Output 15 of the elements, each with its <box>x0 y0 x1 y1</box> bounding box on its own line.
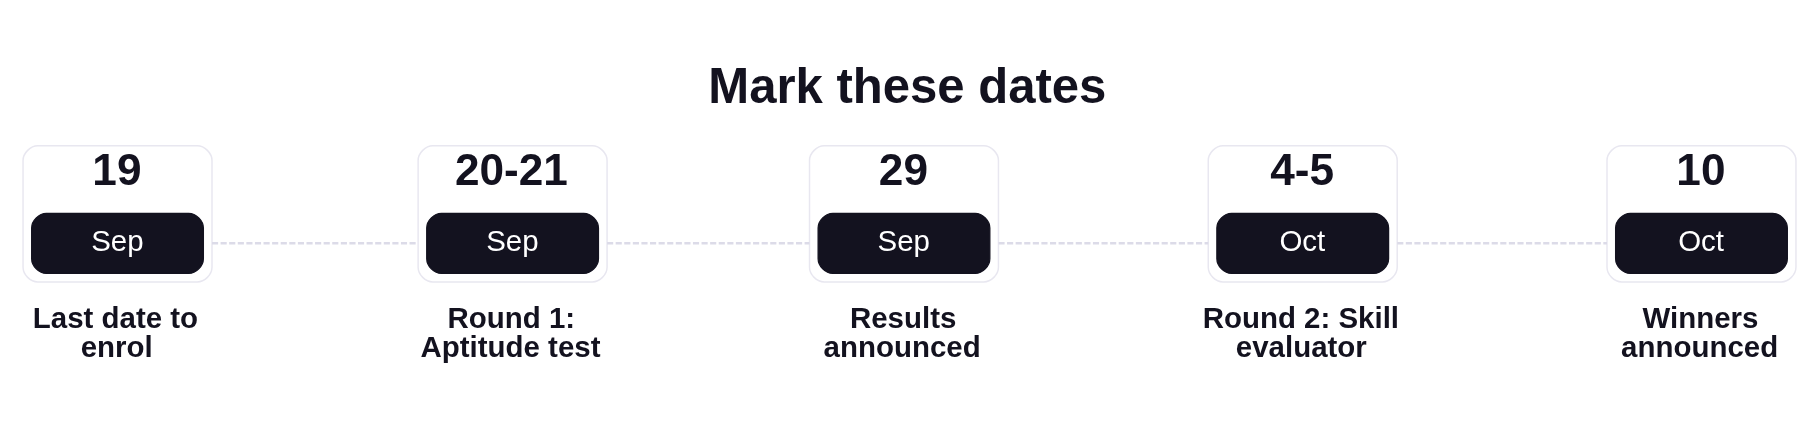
node-box: Sep <box>31 212 205 274</box>
connector <box>607 242 810 245</box>
node-label: Round 1: Aptitude test <box>420 300 601 364</box>
node-label: Last date to enrol <box>32 300 199 364</box>
node-label: Winners announced <box>1621 300 1779 364</box>
diagram-title: Mark these dates <box>708 58 1107 113</box>
node-label: Results announced <box>823 300 981 364</box>
connector <box>998 242 1209 245</box>
connector <box>1397 242 1607 245</box>
node-box: Sep <box>817 212 991 274</box>
connector <box>212 242 419 245</box>
node-box: Sep <box>426 212 600 274</box>
node-box: Oct <box>1614 212 1788 274</box>
node-label: Round 2: Skill evaluator <box>1202 300 1399 364</box>
node-box: Oct <box>1216 212 1390 274</box>
